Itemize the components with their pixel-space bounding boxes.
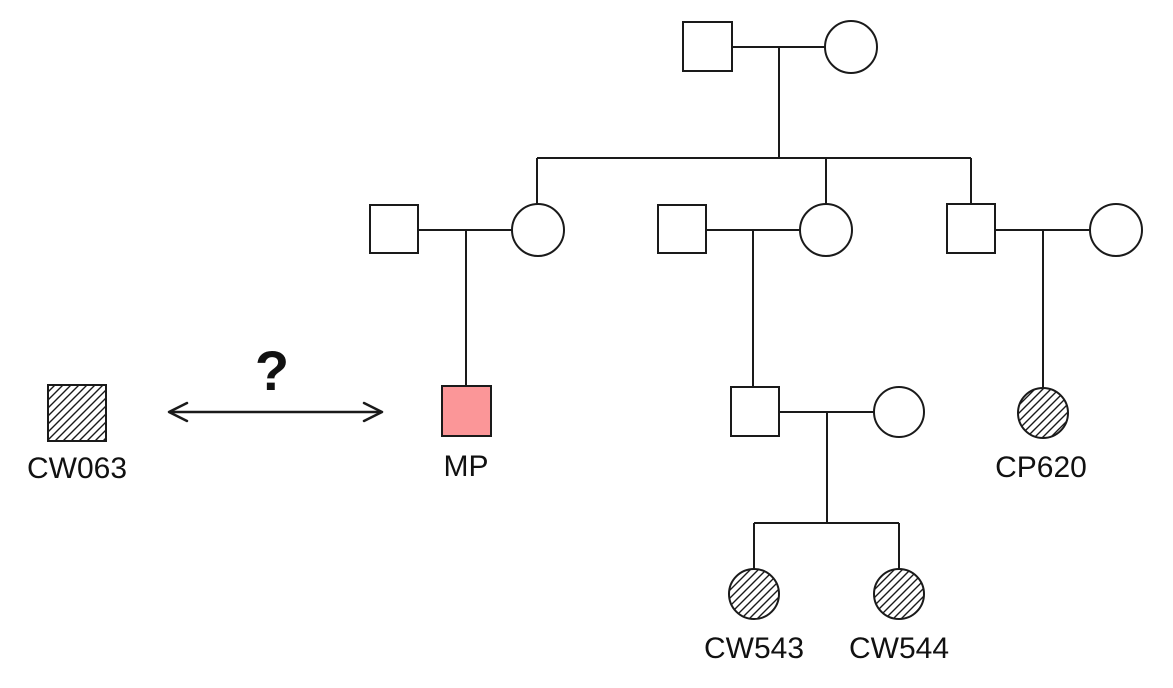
gen2-mother-b-circle xyxy=(799,203,853,257)
relationship-lines xyxy=(418,46,1090,569)
cw063-hatched-square xyxy=(47,384,107,442)
mp-label: MP xyxy=(444,450,489,483)
gen2-father-b-square xyxy=(657,204,707,254)
cp620-label: CP620 xyxy=(995,451,1087,484)
individual-shapes xyxy=(47,20,1143,620)
gen2-mother-a-circle xyxy=(511,203,565,257)
gen2-father-a-square xyxy=(369,204,419,254)
gen2-father-c-square xyxy=(946,203,996,254)
cw544-label: CW544 xyxy=(849,632,949,665)
cw543-label: CW543 xyxy=(704,632,804,665)
proband-mp-square xyxy=(441,385,492,437)
question-mark: ? xyxy=(255,339,289,402)
gen3-father-square xyxy=(730,386,780,437)
gen1-mother-circle xyxy=(824,20,878,74)
cp620-hatched-circle xyxy=(1017,387,1069,439)
cw544-hatched-circle xyxy=(873,568,925,620)
cw543-hatched-circle xyxy=(728,568,780,620)
gen2-mother-c-circle xyxy=(1089,203,1143,257)
comparison-double-arrow xyxy=(167,401,384,423)
gen1-father-square xyxy=(682,21,733,72)
arrow-right-head-icon xyxy=(362,401,384,423)
labels: ? CW063 MP CP620 CW543 CW544 xyxy=(27,339,1087,665)
gen3-mother-circle xyxy=(873,386,925,438)
cw063-label: CW063 xyxy=(27,452,127,485)
arrow-left-head-icon xyxy=(167,401,189,423)
